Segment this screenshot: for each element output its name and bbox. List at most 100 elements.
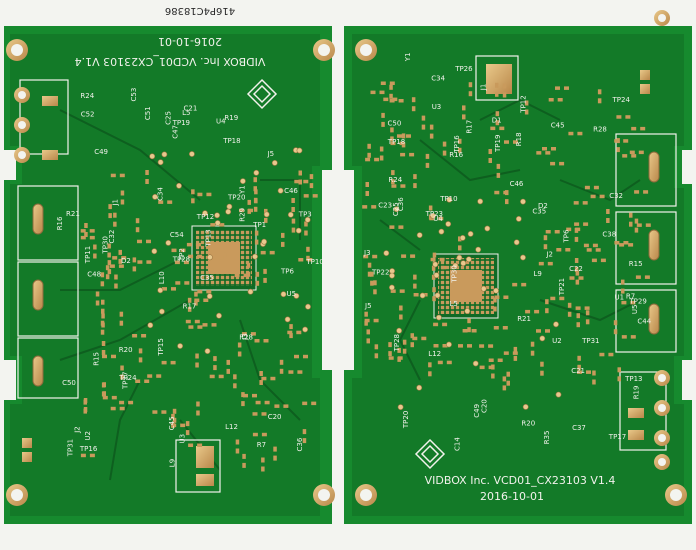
component-label: TP15	[157, 338, 165, 356]
smd-pad	[623, 241, 629, 245]
via	[416, 232, 423, 238]
component-label: D1	[492, 117, 502, 125]
smd-pad	[599, 352, 605, 357]
component-label: TP26	[454, 65, 473, 73]
left-brand-line: VIDBOX Inc. VCD01_CX23103 V1.4	[75, 55, 266, 68]
smd-pad	[496, 163, 501, 169]
smd-pad	[291, 198, 295, 203]
smd-pad	[613, 329, 618, 335]
via	[467, 230, 474, 237]
smd-pad	[289, 333, 293, 339]
smd-pad	[365, 182, 369, 187]
smd-pad	[488, 158, 492, 163]
smd-pad	[502, 385, 507, 391]
smd-pad	[197, 443, 203, 447]
component-label: TP28	[172, 255, 190, 263]
smd-pad	[294, 354, 299, 359]
component-label: TP21	[558, 278, 566, 296]
via	[247, 288, 254, 295]
smd-pad	[554, 230, 560, 234]
smd-pad	[128, 400, 134, 405]
smd-pad	[172, 408, 177, 414]
smd-pad	[629, 212, 633, 218]
smd-pad	[158, 200, 164, 204]
smd-pad	[161, 360, 167, 365]
smd-pad	[197, 289, 203, 294]
smd-pad	[102, 391, 106, 397]
component-label: R16	[56, 216, 64, 230]
smd-pad	[114, 283, 118, 289]
smd-pad	[253, 206, 258, 212]
smd-pad	[101, 341, 106, 346]
smd-pad	[110, 406, 116, 411]
smd-pad	[643, 190, 649, 194]
smd-pad	[496, 172, 501, 178]
smd-pad	[401, 133, 406, 139]
smd-pad	[494, 295, 500, 299]
smd-pad	[161, 410, 167, 414]
smd-pad	[390, 289, 396, 293]
smd-pad	[274, 404, 280, 408]
panel-serial: 416P4C18386	[165, 5, 235, 16]
smd-pad	[246, 271, 251, 277]
smd-pad	[101, 322, 105, 328]
smd-pad	[381, 121, 385, 127]
smd-pad	[152, 410, 158, 414]
smd-pad	[144, 379, 150, 383]
smd-pad	[107, 252, 111, 258]
component-label: C14	[454, 437, 462, 451]
via	[302, 326, 308, 333]
smd-pad	[264, 208, 268, 214]
smd-pad	[524, 109, 529, 115]
smd-pad	[195, 242, 201, 247]
smd-pad	[374, 353, 379, 359]
component-label: C51	[144, 106, 152, 120]
smd-pad	[84, 232, 88, 237]
smd-pad	[197, 254, 203, 259]
smd-pad	[100, 272, 105, 278]
smd-pad	[488, 344, 494, 348]
smd-pad	[493, 306, 497, 312]
smd-pad	[118, 258, 122, 264]
component-label: TP31	[581, 337, 599, 345]
smd-pad	[491, 373, 495, 379]
component-label: U5	[287, 290, 297, 298]
smd-pad	[551, 147, 556, 151]
component-label: J3	[241, 333, 249, 341]
smd-pad	[543, 244, 548, 250]
smd-pad	[502, 83, 507, 89]
smd-pad	[261, 412, 267, 416]
via	[295, 227, 302, 234]
smd-pad	[162, 287, 167, 291]
smd-pad	[156, 374, 162, 378]
smd-pad	[242, 453, 246, 459]
smd-pad	[593, 185, 599, 190]
smd-pad	[253, 197, 258, 203]
smd-pad	[93, 253, 97, 259]
component-label: TP17	[608, 433, 626, 441]
component-label: TP10	[305, 258, 323, 266]
via	[161, 151, 168, 158]
component-label: TP3	[298, 211, 312, 219]
smd-pad	[442, 322, 448, 327]
via	[216, 312, 222, 319]
smd-pad	[595, 248, 601, 252]
smd-pad	[304, 221, 308, 227]
component-label: J1	[480, 84, 488, 92]
smd-pad	[623, 139, 629, 143]
smd-pad	[442, 141, 447, 147]
smd-pad	[118, 264, 124, 268]
smd-pad	[402, 339, 407, 345]
smd-pad	[203, 298, 209, 302]
component-label: R21	[517, 315, 531, 323]
smd-pad	[380, 81, 386, 85]
smd-pad	[145, 179, 149, 184]
component-label: TP30	[101, 236, 109, 254]
smd-pad	[100, 281, 105, 287]
smd-pad	[213, 268, 219, 273]
smd-pad	[171, 413, 175, 419]
smd-pad	[119, 173, 125, 178]
smd-pad	[397, 347, 401, 353]
component-label: TP23	[425, 210, 443, 218]
smd-pad	[255, 400, 261, 405]
